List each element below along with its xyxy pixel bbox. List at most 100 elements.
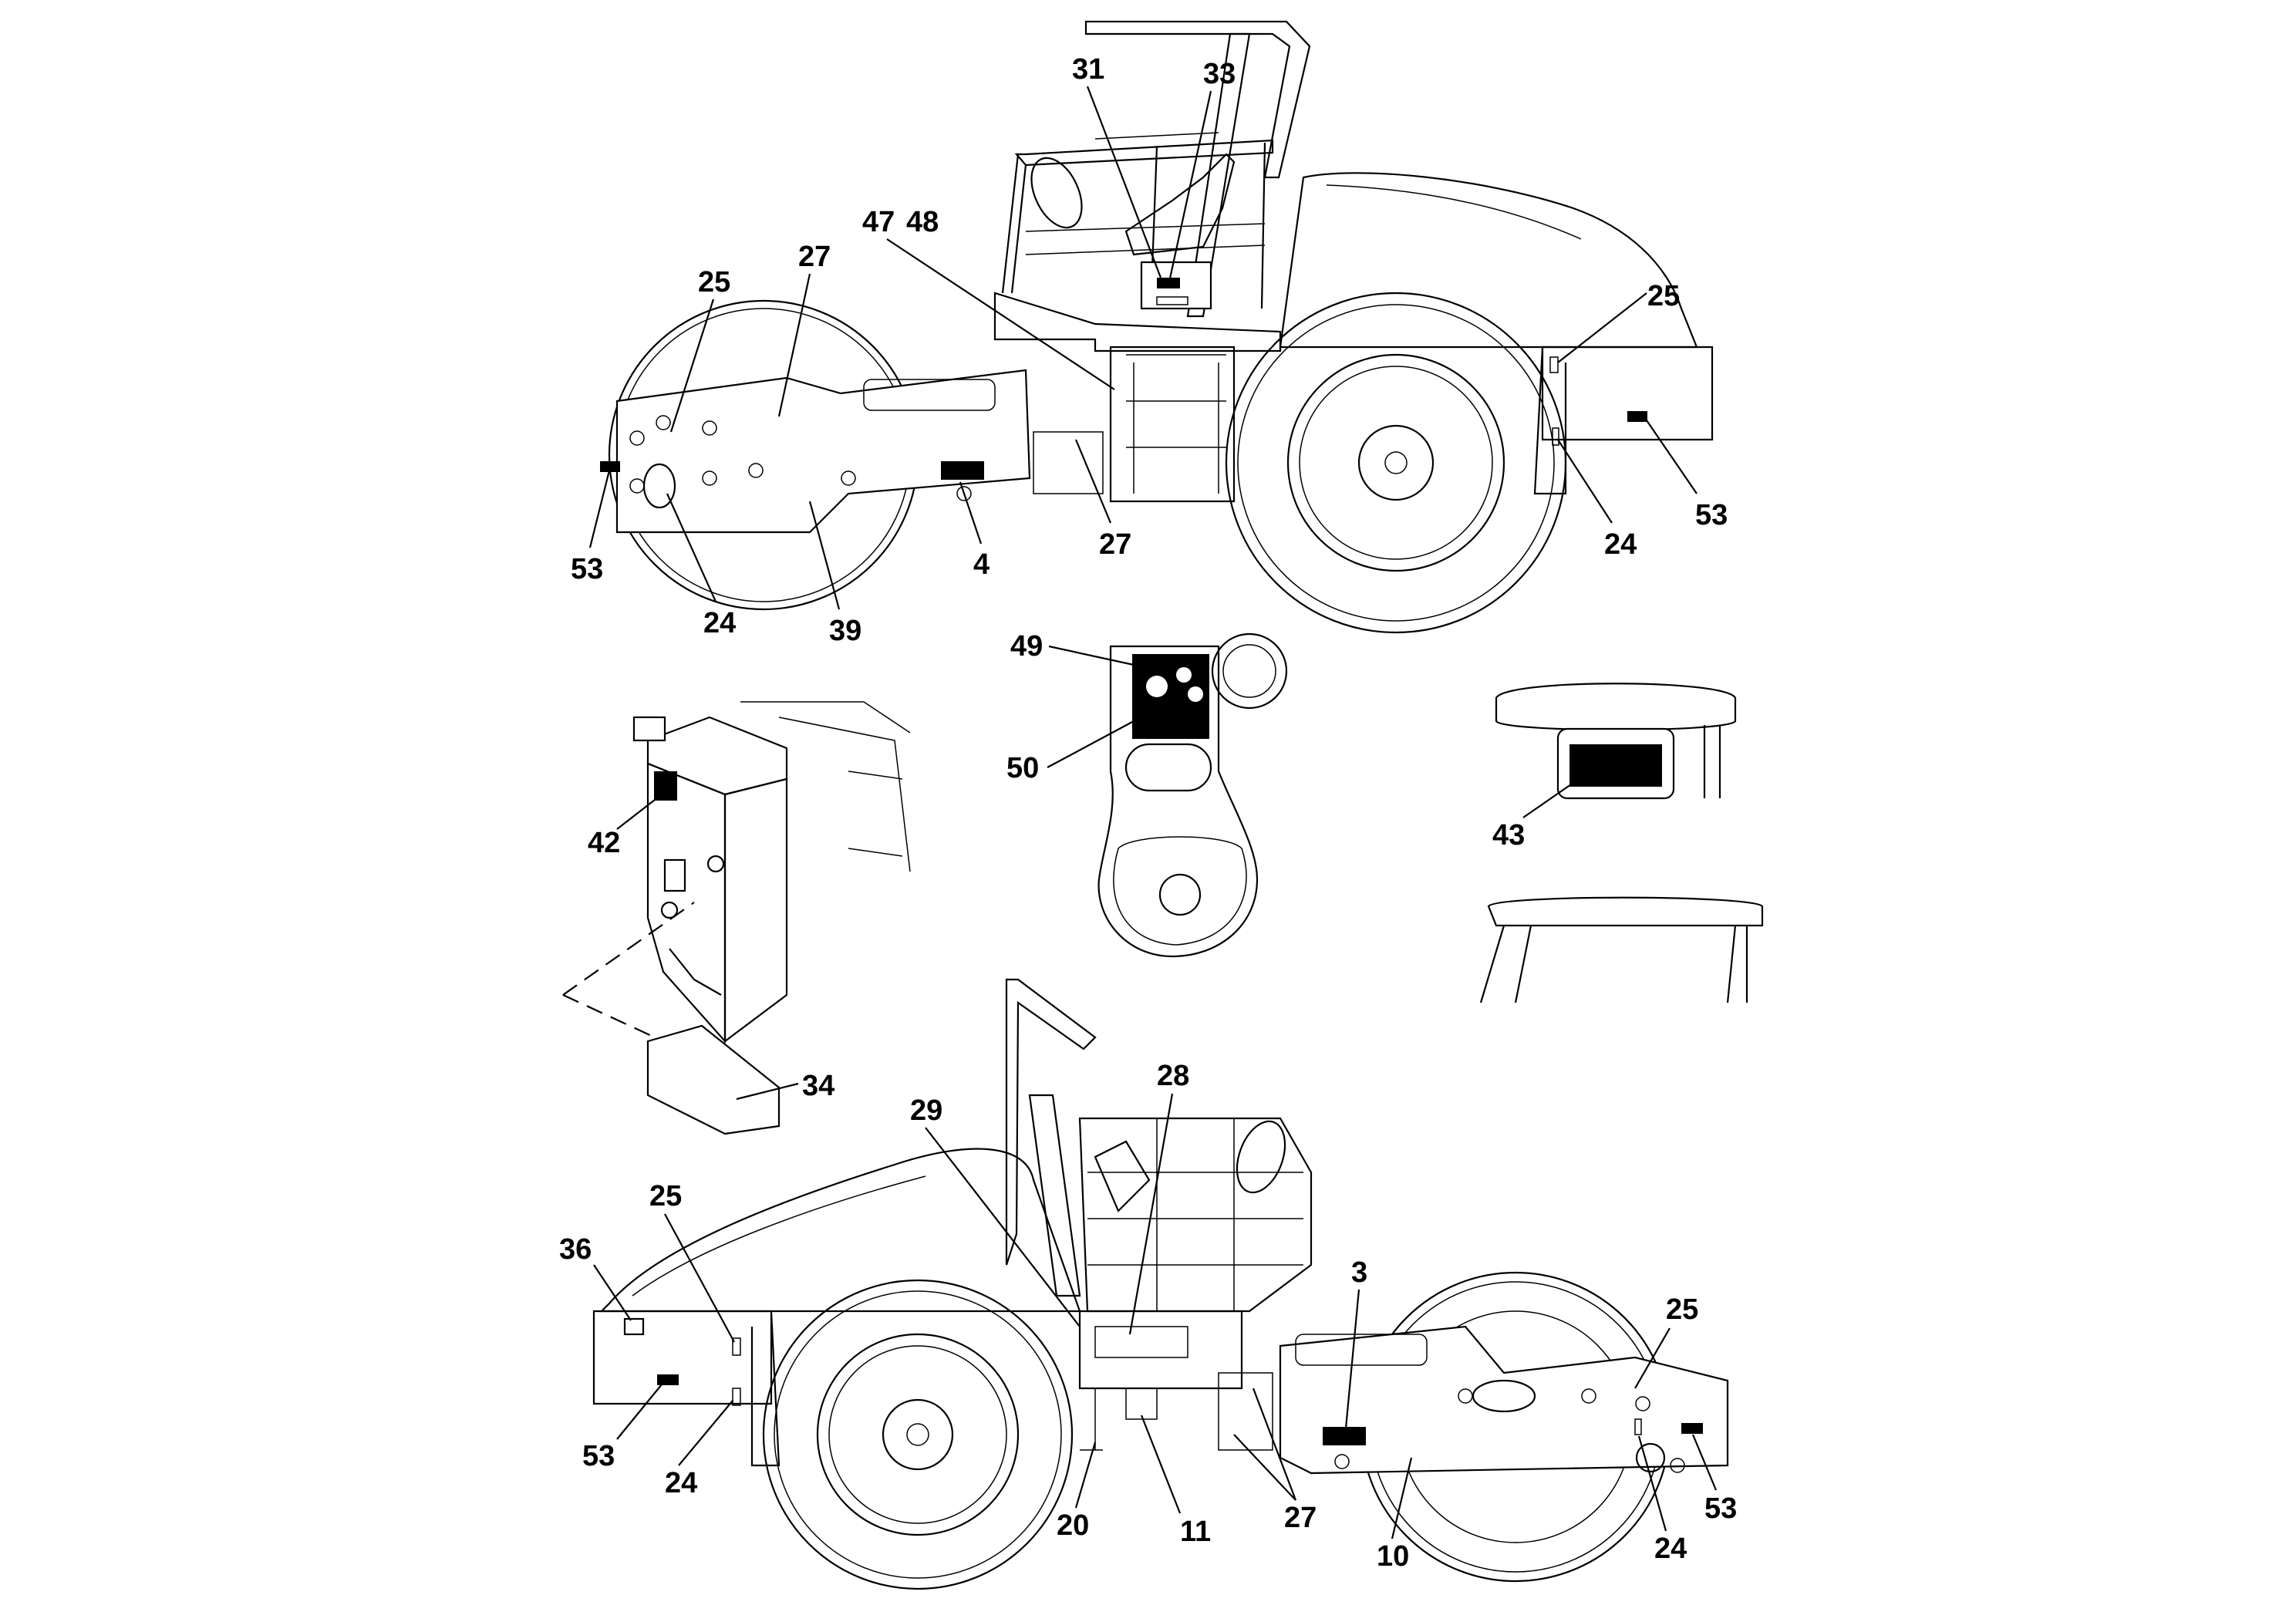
valve-icon bbox=[1176, 667, 1192, 683]
drum-motor bbox=[1472, 1379, 1536, 1413]
rear-frame bbox=[1109, 346, 1236, 503]
callout-20: 20 bbox=[1057, 1509, 1089, 1542]
callouts-electrical-box: 42 34 bbox=[588, 794, 834, 1102]
tow-hook-body bbox=[1097, 645, 1259, 958]
bolt bbox=[1581, 1388, 1596, 1404]
callout-36: 36 bbox=[559, 1233, 592, 1266]
seat-left bbox=[1094, 1140, 1151, 1212]
bolt bbox=[629, 430, 645, 446]
callout-27: 27 bbox=[1099, 528, 1131, 561]
connector-top bbox=[632, 716, 666, 742]
decal-33 bbox=[1156, 296, 1188, 305]
box-front-panel bbox=[646, 762, 727, 1044]
callout-24: 24 bbox=[703, 607, 736, 639]
seat-cushion-top bbox=[1495, 683, 1737, 731]
hydraulic-valve bbox=[1033, 431, 1104, 494]
frame-slot-left bbox=[1295, 1334, 1428, 1366]
callout-53: 53 bbox=[571, 553, 603, 585]
control-knob bbox=[1030, 157, 1083, 229]
bolt bbox=[956, 486, 972, 501]
background-frame bbox=[740, 701, 911, 872]
rear-tire-inner bbox=[1237, 304, 1555, 622]
drum-frame-left bbox=[1279, 1325, 1729, 1475]
platform-step bbox=[1140, 261, 1212, 310]
callout-47: 47 bbox=[862, 206, 895, 238]
callout-25: 25 bbox=[698, 266, 730, 298]
bolt bbox=[1670, 1458, 1685, 1473]
seat-detail bbox=[1479, 683, 1764, 1003]
bolt bbox=[841, 470, 856, 486]
decal-34 bbox=[1569, 744, 1662, 787]
callout-27: 27 bbox=[1284, 1502, 1317, 1534]
callout-24: 24 bbox=[665, 1467, 697, 1499]
rear-rim bbox=[1286, 353, 1505, 572]
railing-bars-left bbox=[1087, 1118, 1303, 1311]
electrical-box-detail bbox=[562, 701, 911, 1135]
rear-hub-center bbox=[1384, 451, 1408, 474]
bolt bbox=[702, 420, 717, 436]
tow-hook-detail bbox=[1097, 632, 1288, 958]
callout-53: 53 bbox=[582, 1440, 615, 1472]
hydraulic-valve-left bbox=[1218, 1372, 1273, 1451]
callouts-top: 31 33 47 48 25 27 25 53 4 27 53 24 24 39 bbox=[571, 53, 1728, 647]
rear-hub bbox=[1357, 424, 1435, 501]
rear-rim-left-inner bbox=[828, 1345, 1007, 1524]
frame-slot bbox=[863, 379, 996, 411]
operator-seat bbox=[1124, 153, 1236, 256]
rear-tire-left bbox=[762, 1279, 1074, 1590]
rear-rim-left bbox=[816, 1333, 1020, 1536]
callout-53: 53 bbox=[1695, 499, 1728, 531]
seat-leg bbox=[1703, 725, 1721, 798]
operator-railing bbox=[1001, 139, 1274, 309]
decal-43-sheet bbox=[646, 1024, 781, 1135]
rear-hub-left-center bbox=[906, 1423, 929, 1446]
decal-25-rear-left bbox=[732, 1337, 741, 1356]
seat-legs bbox=[1479, 925, 1748, 1003]
decal-53-rear-left bbox=[657, 1374, 679, 1385]
drum-mount-left bbox=[1635, 1442, 1666, 1473]
box-side-panel bbox=[723, 777, 788, 1044]
explode-line bbox=[562, 902, 695, 1042]
rear-bumper bbox=[1533, 346, 1714, 495]
rear-hub-left bbox=[882, 1398, 954, 1471]
decal-28 bbox=[1094, 1326, 1188, 1358]
callout-25: 25 bbox=[1647, 280, 1680, 312]
callout-25: 25 bbox=[649, 1180, 682, 1212]
bolt bbox=[702, 470, 717, 486]
operator-platform bbox=[993, 292, 1282, 352]
drum-frame bbox=[615, 369, 1031, 534]
switch-knob bbox=[706, 855, 725, 873]
callout-49: 49 bbox=[1010, 630, 1043, 663]
rear-rim-inner bbox=[1299, 366, 1493, 560]
valve-icon bbox=[1146, 676, 1168, 697]
callout-53: 53 bbox=[1704, 1492, 1737, 1525]
roller-right-side-view bbox=[600, 20, 1714, 634]
callout-43: 34 bbox=[802, 1070, 834, 1102]
component-20 bbox=[1080, 1388, 1103, 1451]
callout-27: 27 bbox=[798, 241, 831, 273]
bolt bbox=[1334, 1454, 1350, 1469]
callout-42: 42 bbox=[588, 827, 620, 859]
rear-tire-left-inner bbox=[774, 1290, 1062, 1579]
component-11 bbox=[1125, 1388, 1158, 1420]
wire bbox=[669, 948, 722, 996]
decal-24-rear-left bbox=[732, 1388, 741, 1406]
bolt bbox=[1458, 1388, 1473, 1404]
hood-line bbox=[1326, 184, 1582, 240]
callout-11: 11 bbox=[1180, 1516, 1211, 1548]
drum-mount bbox=[642, 463, 676, 509]
engine-hood bbox=[1279, 172, 1698, 349]
callout-29: 29 bbox=[910, 1094, 942, 1127]
callout-34: 43 bbox=[1492, 819, 1525, 851]
bolt bbox=[1635, 1396, 1650, 1411]
rear-bumper-left bbox=[592, 1310, 781, 1467]
bolt bbox=[656, 415, 671, 430]
tow-hook-eye bbox=[1158, 873, 1202, 916]
pivot-collar-inner bbox=[1222, 644, 1276, 698]
decal-24-rear-right bbox=[1552, 427, 1559, 446]
callout-24: 24 bbox=[1654, 1533, 1687, 1565]
switch-knob bbox=[660, 901, 679, 919]
callout-48: 48 bbox=[906, 206, 939, 238]
switch bbox=[663, 858, 686, 892]
